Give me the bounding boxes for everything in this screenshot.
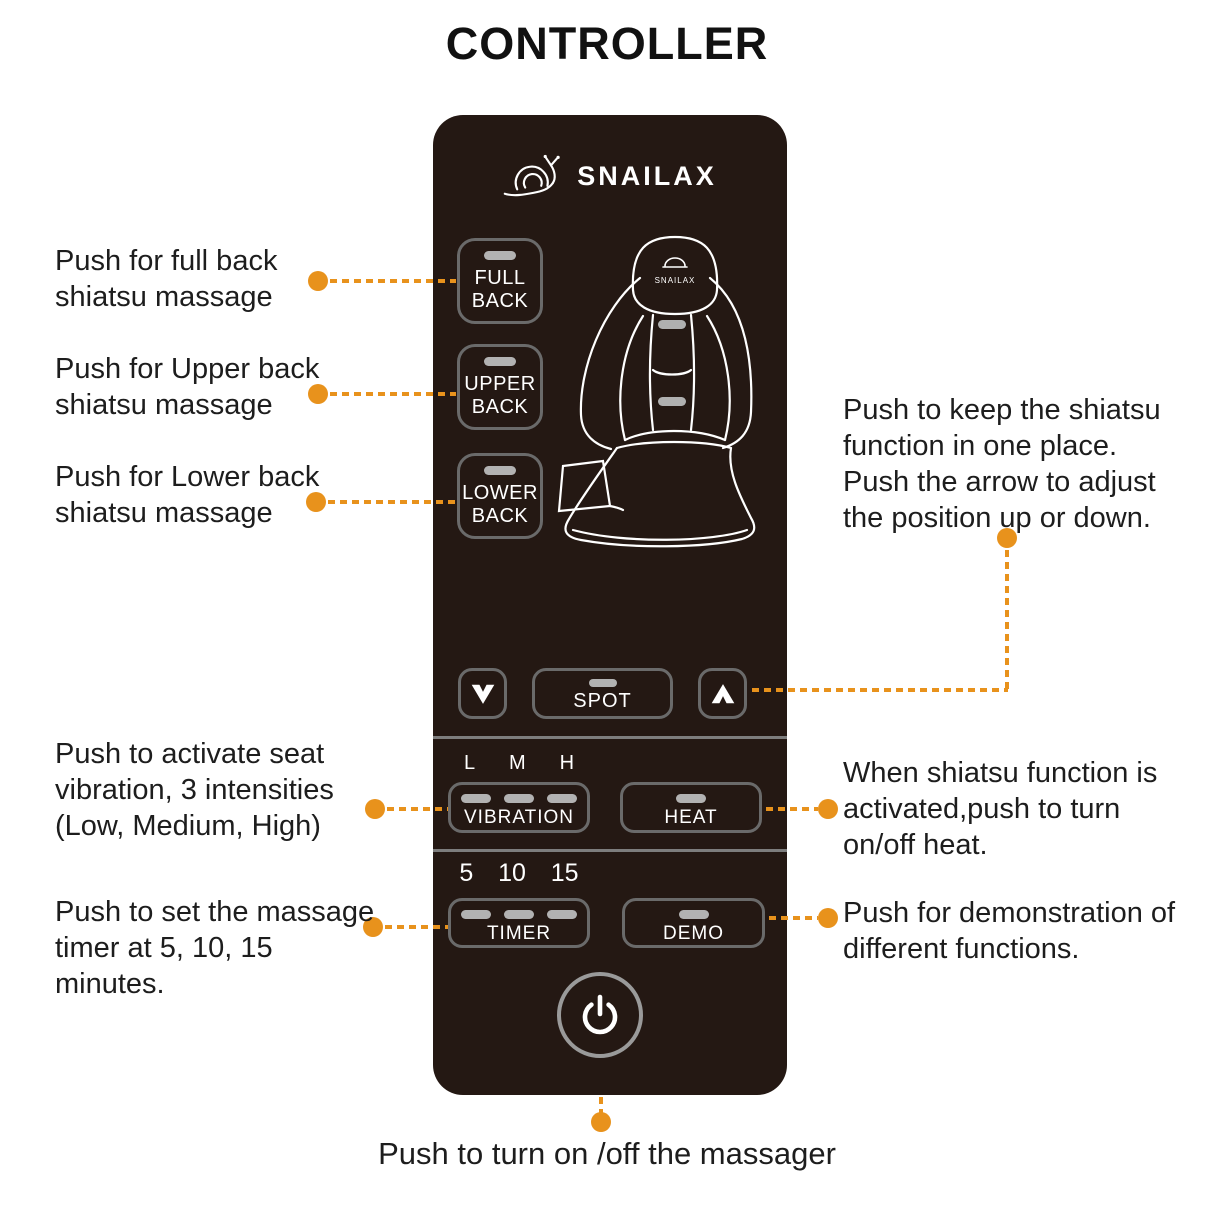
timer-minute-labels: 5 10 15: [447, 859, 591, 888]
power-icon: [582, 994, 618, 1035]
full-back-indicator: [484, 251, 516, 260]
timer-indicator-5: [461, 910, 492, 919]
massage-seat-illustration: SNAILAX: [557, 235, 756, 548]
timer-15-label: 15: [550, 859, 579, 887]
full-back-label: FULL BACK: [471, 267, 529, 312]
timer-10-label: 10: [498, 859, 526, 887]
full-back-button[interactable]: FULL BACK: [457, 238, 543, 324]
leader-line-heat: [766, 807, 818, 811]
lower-back-button[interactable]: LOWER BACK: [457, 453, 543, 539]
timer-5-label: 5: [459, 859, 474, 887]
timer-indicator-10: [503, 910, 534, 919]
annotation-demo: Push for demonstration of different func…: [843, 897, 1176, 965]
chevron-up-icon: [711, 683, 734, 703]
annotation-dot-power: [591, 1112, 611, 1132]
leader-line-spot-vertical: [1005, 550, 1009, 692]
annotation-dot-timer: [363, 917, 383, 937]
annotation-dot-demo: [818, 908, 838, 928]
annotation-lower-back: Push for Lower back shiatsu massage: [55, 461, 320, 529]
heat-label: HEAT: [664, 807, 718, 828]
vibration-level-high: H: [559, 752, 575, 774]
annotation-dot-lower-back: [306, 492, 326, 512]
remote-controller: SNAILAX FULL BACK UPPER BACK LOWER BACK …: [433, 115, 787, 1095]
vibration-level-labels: L M H: [447, 752, 591, 775]
leader-line-demo: [769, 916, 818, 920]
annotation-vibration: Push to activate seat vibration, 3 inten…: [55, 738, 334, 842]
brand-name: SNAILAX: [577, 160, 717, 191]
leader-line-timer: [385, 925, 448, 929]
vibration-indicator-low: [461, 794, 492, 803]
vibration-label: VIBRATION: [464, 807, 574, 828]
annotation-dot-spot: [997, 528, 1017, 548]
lower-back-label: LOWER BACK: [462, 482, 538, 527]
position-down-button[interactable]: [458, 668, 507, 719]
upper-back-indicator: [484, 357, 516, 366]
section-divider: [433, 736, 787, 739]
annotation-upper-back: Push for Upper back shiatsu massage: [55, 353, 320, 421]
timer-button[interactable]: TIMER: [448, 898, 590, 948]
demo-button[interactable]: DEMO: [622, 898, 765, 948]
spot-label: SPOT: [573, 690, 632, 712]
demo-indicator: [678, 910, 709, 919]
power-button[interactable]: [557, 972, 643, 1058]
annotation-heat: When shiatsu function is activated,push …: [843, 757, 1158, 861]
heat-indicator: [676, 794, 706, 803]
upper-back-label: UPPER BACK: [464, 373, 536, 418]
upper-back-button[interactable]: UPPER BACK: [457, 344, 543, 430]
heat-button[interactable]: HEAT: [620, 782, 762, 833]
vibration-button[interactable]: VIBRATION: [448, 782, 590, 833]
brand-logo: SNAILAX: [433, 153, 787, 199]
demo-label: DEMO: [663, 923, 724, 944]
position-up-button[interactable]: [698, 668, 747, 719]
section-divider: [433, 849, 787, 852]
annotation-spot: Push to keep the shiatsu function in one…: [843, 394, 1161, 534]
leader-line-vibration: [387, 807, 448, 811]
vibration-level-medium: M: [508, 752, 526, 774]
vibration-indicator-medium: [503, 794, 534, 803]
chevron-down-icon: [471, 684, 494, 704]
vibration-indicator-high: [546, 794, 577, 803]
spot-button[interactable]: SPOT: [532, 668, 673, 719]
lower-back-indicator: [484, 466, 516, 475]
leader-line-lower-back: [328, 500, 456, 504]
timer-label: TIMER: [486, 923, 552, 944]
annotation-dot-vibration: [365, 799, 385, 819]
page-title: CONTROLLER: [445, 18, 769, 69]
leader-line-power: [599, 1097, 603, 1113]
annotation-dot-full-back: [308, 271, 328, 291]
leader-line-upper-back: [330, 392, 456, 396]
chair-brand-label: SNAILAX: [655, 276, 696, 285]
annotation-dot-upper-back: [308, 384, 328, 404]
leader-line-full-back: [330, 279, 456, 283]
snail-logo-icon: [503, 154, 560, 197]
spot-indicator: [588, 679, 617, 687]
annotation-full-back: Push for full back shiatsu massage: [55, 245, 278, 313]
timer-indicator-15: [546, 910, 577, 919]
annotation-power: Push to turn on /off the massager: [378, 1136, 836, 1171]
annotation-timer: Push to set the massage timer at 5, 10, …: [55, 896, 375, 1000]
leader-line-spot-horizontal: [752, 688, 1008, 692]
vibration-level-low: L: [463, 752, 476, 774]
annotation-dot-heat: [818, 799, 838, 819]
